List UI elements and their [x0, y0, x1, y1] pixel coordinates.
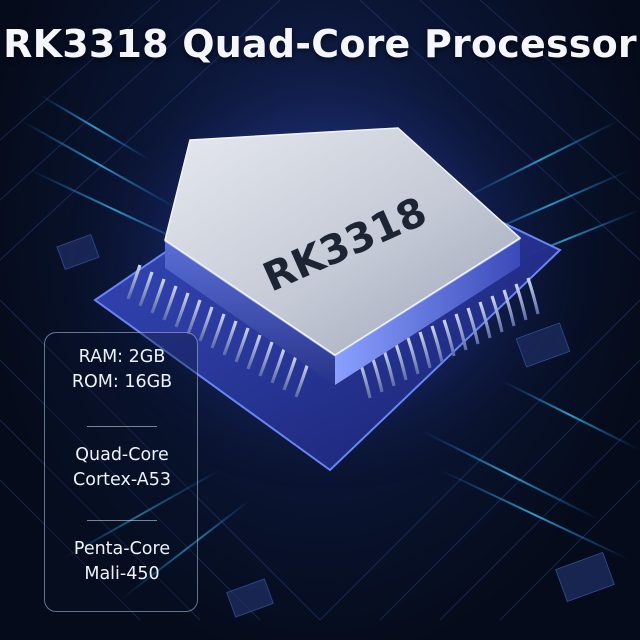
spec-ram: RAM: 2GB: [78, 347, 166, 367]
spec-divider: [87, 426, 157, 427]
spec-gpu: Penta-Core Mali-450: [45, 537, 199, 587]
spec-divider: [87, 520, 157, 521]
spec-rom: ROM: 16GB: [71, 372, 173, 392]
spec-gpu-model: Mali-450: [84, 564, 160, 584]
spec-gpu-cores: Penta-Core: [73, 539, 171, 559]
page-title: RK3318 Quad-Core Processor: [3, 22, 637, 66]
spec-cpu-arch: Cortex-A53: [73, 470, 171, 490]
chip-side-left: [165, 240, 335, 385]
spec-cpu: Quad-Core Cortex-A53: [45, 443, 199, 493]
chip-side-right: [335, 238, 520, 385]
spec-cpu-cores: Quad-Core: [75, 445, 169, 465]
spec-memory: RAM: 2GB ROM: 16GB: [45, 345, 199, 395]
chip-top-face: [164, 127, 522, 356]
spec-panel: RAM: 2GB ROM: 16GB Quad-Core Cortex-A53 …: [44, 332, 198, 612]
